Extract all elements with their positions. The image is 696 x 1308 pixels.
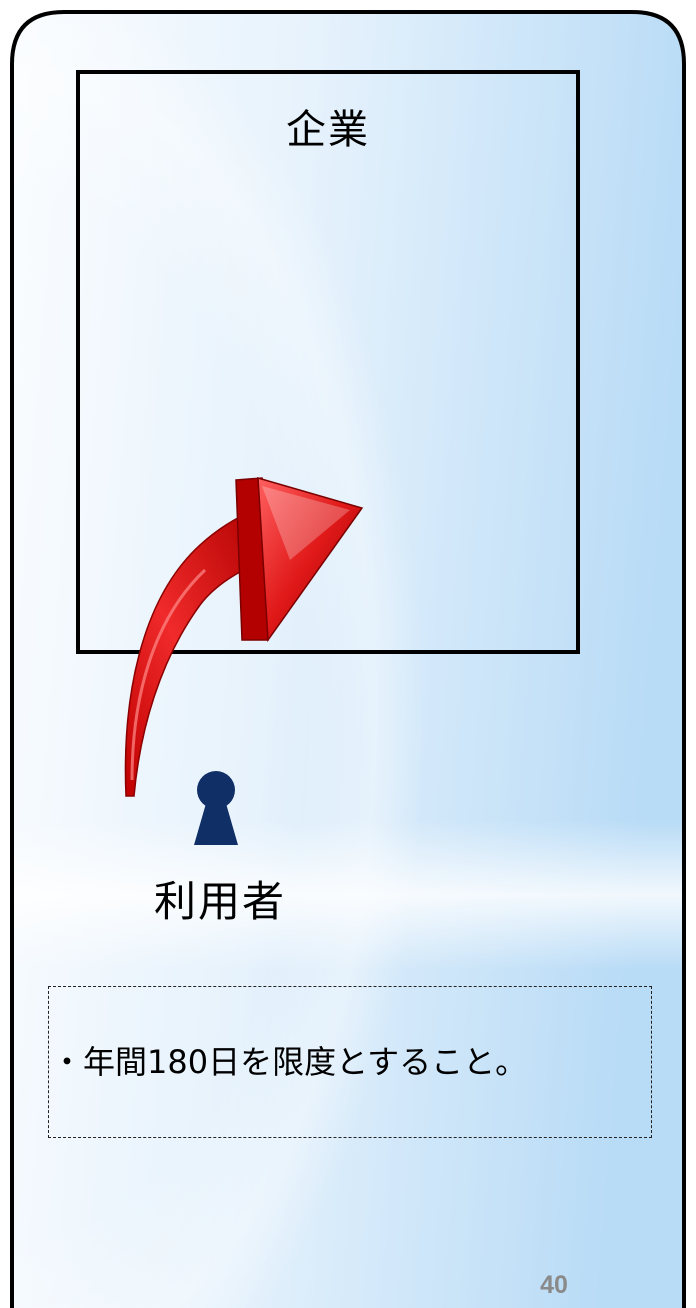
- company-label: 企業: [286, 107, 370, 153]
- user-label: 利用者: [153, 877, 286, 926]
- slide-frame: [10, 10, 686, 1308]
- curved-arrow-icon: [124, 476, 364, 797]
- person-icon: [194, 771, 238, 845]
- note-text: ・年間180日を限度とすること。: [51, 1043, 528, 1081]
- company-box: [76, 70, 580, 654]
- page-number: 40: [540, 1271, 568, 1299]
- note-box: ・年間180日を限度とすること。: [48, 986, 652, 1138]
